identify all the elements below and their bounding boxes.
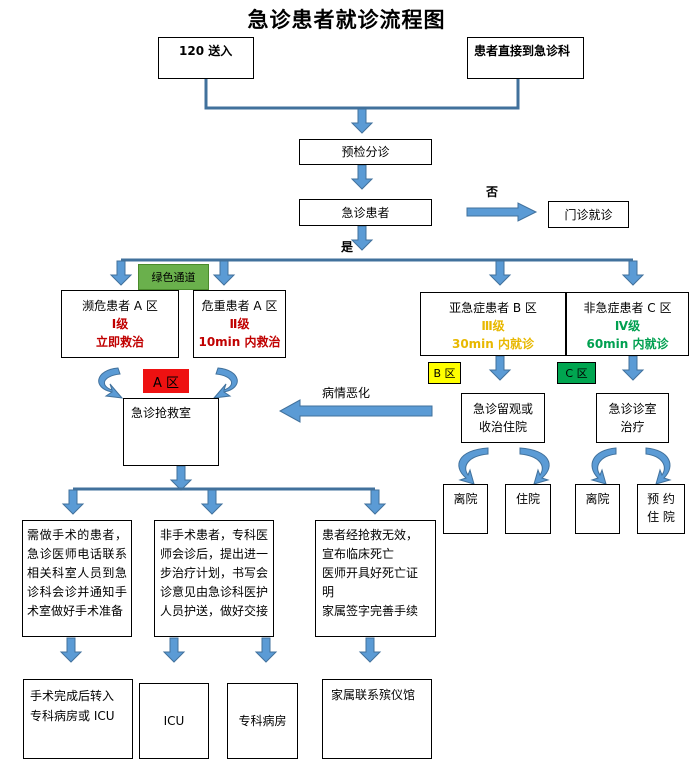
level-4-name: 非急症患者 C 区 [583,301,672,315]
arrow-final-4 [359,637,381,663]
level-3-name: 亚急症患者 B 区 [449,301,537,315]
arrow-branch-3 [364,489,386,515]
level-1-action: 立即救治 [95,335,144,349]
green-channel-tag: 绿色通道 [138,264,209,290]
arrow-level-2 [213,260,235,286]
yes-label: 是 [341,240,354,254]
final-icu-box: ICU [139,683,209,759]
final-funeral-box: 家属联系殡仪馆 [322,679,432,759]
arrow-to-levels [351,225,373,251]
outpatient-box: 门诊就诊 [548,201,629,228]
arrow-level-3 [489,260,511,286]
branch-nonsurgery-box: 非手术患者，专科医师会诊后，提出进一步治疗计划，书写会诊意见由急诊科医护人员护送… [154,520,274,637]
curve-arrow-b-right [519,447,550,485]
zone-c-tag: C 区 [557,362,596,384]
entry-ambulance-box: 120 送入 [158,37,254,79]
zone-a-tag: A 区 [143,369,189,393]
entry-merge-lines [204,79,520,110]
branch-death-box: 患者经抢救无效， 宣布临床死亡 医师开具好死亡证明 家属签字完善手续 [315,520,436,637]
outcome-c-discharge: 离院 [575,484,620,534]
level-3-grade: Ⅲ级 [481,319,505,333]
arrow-branch-2 [201,489,223,515]
level-2-box: 危重患者 A 区 Ⅱ级 10min 内救治 [193,290,286,358]
level-1-grade: Ⅰ级 [111,317,129,331]
observation-box: 急诊留观或 收治住院 [461,393,545,443]
arrow-to-triage [351,108,373,134]
entry-self-box: 患者直接到急诊科 [467,37,584,79]
arrow-to-clinic [622,355,644,381]
level-2-grade: Ⅱ级 [229,317,250,331]
rescue-room-box: 急诊抢救室 [123,398,219,466]
curve-arrow-c-right [645,447,672,485]
level-3-action: 30min 内就诊 [451,337,535,351]
patient-box: 急诊患者 [299,199,432,226]
curve-arrow-right [212,367,238,399]
clinic-room-box: 急诊诊室 治疗 [596,393,669,443]
level-1-name: 濒危患者 A 区 [82,299,158,313]
triage-box: 预检分诊 [299,139,432,165]
level-2-name: 危重患者 A 区 [201,299,278,313]
arrow-rescue-down [170,465,192,491]
final-ward-box: 专科病房 [227,683,298,759]
level-2-action: 10min 内救治 [198,335,281,349]
arrow-level-4 [622,260,644,286]
arrow-level-1 [110,260,132,286]
arrow-final-1 [60,637,82,663]
branch-surgery-box: 需做手术的患者，急诊医师电话联系相关科室人员到急诊科会诊并通知手术室做好手术准备 [22,520,132,637]
zone-b-tag: B 区 [428,362,461,384]
level-1-box: 濒危患者 A 区 Ⅰ级 立即救治 [61,290,179,358]
level-4-grade: Ⅳ级 [614,319,641,333]
arrow-to-observation [489,355,511,381]
outcome-c-appointment: 预 约 住 院 [637,484,685,534]
arrow-deterioration [278,399,433,423]
outcome-b-discharge: 离院 [443,484,488,534]
arrow-final-3 [255,637,277,663]
level-4-action: 60min 内就诊 [586,337,669,351]
arrow-branch-1 [62,489,84,515]
level-4-box: 非急症患者 C 区 Ⅳ级 60min 内就诊 [566,292,689,356]
arrow-final-2 [163,637,185,663]
no-label: 否 [486,185,499,199]
curve-arrow-c-left [590,447,617,485]
outcome-b-admit: 住院 [505,484,551,534]
level-3-box: 亚急症患者 B 区 Ⅲ级 30min 内就诊 [420,292,566,356]
deterioration-label: 病情恶化 [322,386,371,400]
curve-arrow-left [98,367,124,399]
arrow-to-outpatient [466,202,538,222]
final-surgery-box: 手术完成后转入 专科病房或 ICU [23,679,133,759]
arrow-to-patient [351,164,373,190]
curve-arrow-b-left [458,447,489,485]
page-title: 急诊患者就诊流程图 [247,8,446,32]
